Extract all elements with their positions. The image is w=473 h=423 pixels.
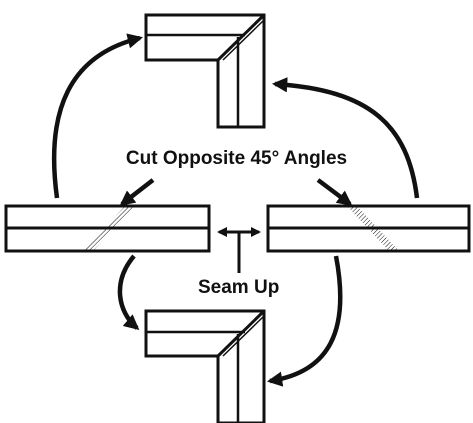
arrow-left-to-top	[51, 33, 143, 199]
arrow-right-to-top	[271, 77, 420, 199]
bottom-mitered-corner	[144, 309, 266, 423]
pointer-right-cut	[316, 178, 353, 206]
pointer-left-cut	[119, 178, 155, 206]
pointer-arrows	[119, 178, 353, 206]
left-strip	[4, 204, 211, 253]
arrow-right-to-bottom	[266, 255, 343, 387]
cut-angles-label: Cut Opposite 45° Angles	[125, 148, 348, 169]
curved-arrows	[51, 33, 420, 387]
seam-up-arrows	[216, 226, 262, 273]
seam-up-label: Seam Up	[198, 277, 280, 298]
right-strip	[266, 204, 471, 253]
top-mitered-corner	[144, 13, 266, 129]
arrow-left-to-bottom	[117, 254, 140, 330]
